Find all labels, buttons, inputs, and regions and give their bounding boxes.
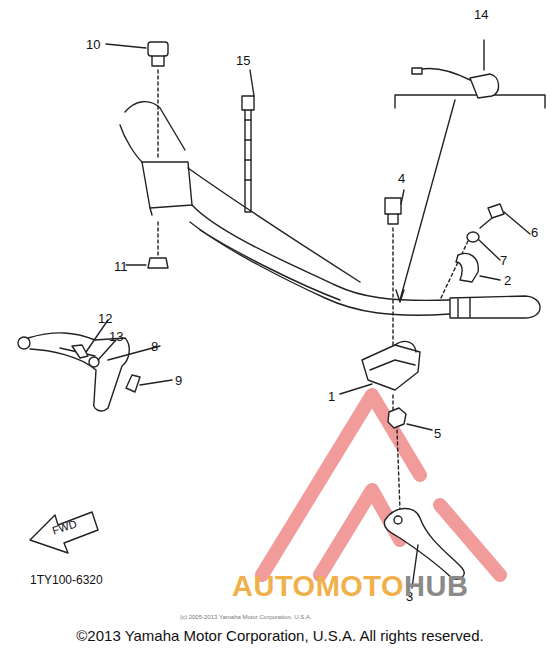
callout-number: 6 bbox=[531, 226, 538, 239]
lever-holder bbox=[340, 341, 420, 410]
watermark: AUTOMOTO bbox=[232, 572, 404, 601]
callout-number: 2 bbox=[504, 274, 511, 287]
bolt bbox=[148, 42, 168, 160]
callout-number: 14 bbox=[474, 8, 488, 21]
handlebar bbox=[120, 102, 540, 318]
watermark-logo bbox=[262, 395, 500, 575]
cable-tie bbox=[242, 96, 254, 212]
callout-number: 8 bbox=[151, 340, 158, 353]
watermark: HUB bbox=[404, 572, 468, 601]
forward-arrow bbox=[30, 512, 98, 553]
callout-number: 5 bbox=[434, 427, 441, 440]
callout-number: 10 bbox=[86, 38, 100, 51]
callout-number: 12 bbox=[98, 312, 112, 325]
bolt bbox=[385, 198, 401, 345]
callout-number: 7 bbox=[500, 254, 507, 267]
small-copyright: (c) 2005-2013 Yamaha Motor Corporation, … bbox=[180, 614, 312, 620]
clutch-lever bbox=[18, 320, 172, 411]
callout-number: 15 bbox=[236, 54, 250, 67]
callout-number: 4 bbox=[398, 172, 405, 185]
nut bbox=[126, 222, 168, 268]
callout-number: 9 bbox=[175, 374, 182, 387]
copyright-notice: ©2013 Yamaha Motor Corporation, U.S.A. A… bbox=[76, 628, 483, 643]
callout-number: 13 bbox=[109, 330, 123, 343]
leader-line bbox=[106, 44, 530, 260]
nut bbox=[388, 408, 432, 510]
drawing-code: 1TY100-6320 bbox=[30, 574, 103, 586]
callout-number: 11 bbox=[114, 260, 128, 273]
switch-inset bbox=[395, 40, 545, 302]
clamp-assembly bbox=[440, 204, 504, 300]
callout-number: 1 bbox=[328, 390, 335, 403]
